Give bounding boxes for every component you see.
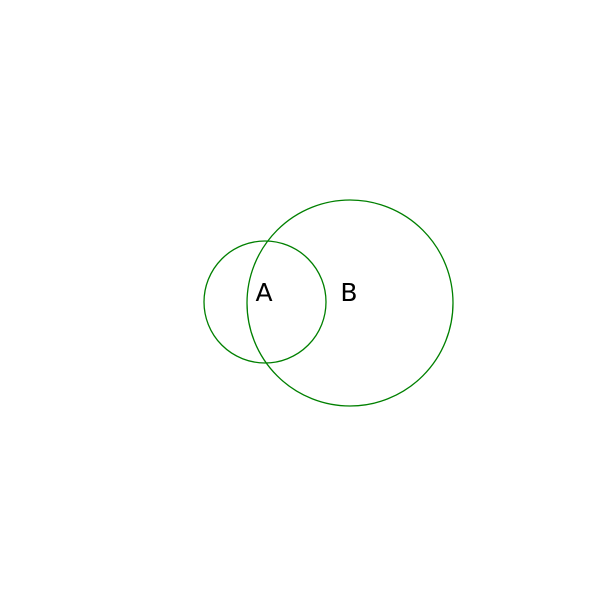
set-a-label: A bbox=[255, 278, 272, 307]
set-a-circle bbox=[203, 240, 327, 364]
set-b-label: B bbox=[340, 278, 357, 307]
set-b-circle bbox=[246, 199, 454, 407]
